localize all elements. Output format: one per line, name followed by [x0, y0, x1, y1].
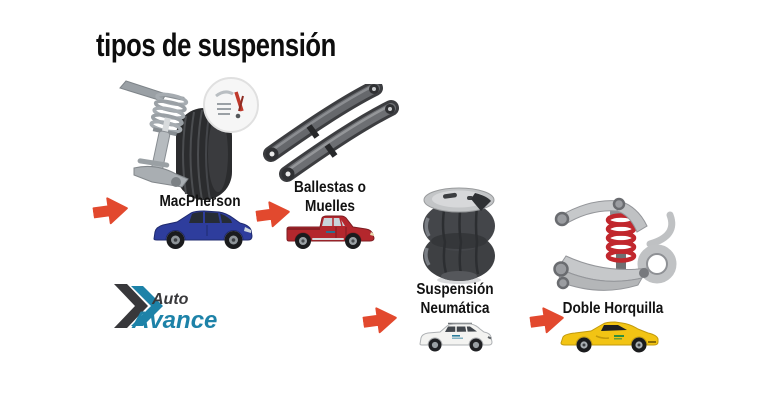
red-pickup-truck-image	[286, 215, 375, 249]
leaf-springs-photo	[263, 84, 399, 182]
suspension-type-label-doble-horquilla: Doble Horquilla	[562, 300, 664, 317]
suv-windows	[445, 326, 477, 332]
ball-joint	[171, 177, 181, 187]
car-windows	[601, 325, 627, 331]
door-decal	[614, 335, 624, 337]
tire-sidewall	[208, 116, 228, 192]
ball-joint	[639, 268, 649, 278]
truck-body	[286, 215, 375, 242]
yellow-sports-car-image	[560, 321, 659, 353]
plate-notch	[471, 193, 491, 211]
bushing	[553, 261, 569, 277]
auto-avance-logo: Auto Avance	[114, 284, 217, 334]
bottom-cap	[441, 271, 477, 281]
double-chevron-right-icon	[131, 286, 163, 326]
leaf-spring-pack	[279, 100, 399, 182]
arrow-shape	[255, 201, 290, 228]
bushing	[612, 197, 626, 211]
upper-control-arm	[554, 197, 648, 233]
suspension-type-label-neumatica: Suspensión Neumática	[416, 281, 494, 317]
door-decal	[326, 231, 335, 233]
cv-axle	[137, 158, 170, 168]
suspension-type-label-macpherson: MacPherson	[159, 193, 241, 210]
zoom-inset-circle	[203, 77, 259, 133]
top-plate	[423, 187, 495, 213]
headlight	[244, 227, 251, 233]
bushing	[554, 211, 570, 227]
leaf-spring-pack	[263, 84, 383, 162]
blue-hatchback-car-image	[153, 210, 253, 249]
arrow-right-icon	[529, 307, 564, 334]
double-chevron-right-icon	[114, 284, 148, 328]
suv-body	[419, 323, 493, 346]
macpherson-strut-photo	[119, 77, 259, 201]
double-wishbone-suspension-photo	[553, 197, 677, 291]
car-body	[560, 321, 659, 346]
page-title: tipos de suspensión	[96, 27, 336, 63]
running-board	[312, 238, 344, 240]
plate-slot	[443, 192, 457, 199]
white-suv-car-image	[419, 322, 493, 352]
side-vent	[595, 335, 610, 339]
lower-control-arm	[553, 255, 649, 291]
arrow-right-icon	[362, 307, 397, 334]
arrow-right-icon	[255, 201, 290, 228]
bushing	[556, 276, 570, 290]
headlight	[370, 232, 374, 236]
door-decal	[452, 335, 460, 337]
arrow-shape	[362, 307, 397, 334]
headlight	[487, 336, 492, 340]
arrow-shape	[529, 307, 564, 334]
arrow-right-icon	[92, 197, 128, 225]
arrow-shape	[92, 197, 128, 225]
air-suspension-bellows-photo	[423, 187, 495, 284]
logo-text-avance: Avance	[131, 307, 217, 334]
steering-knuckle	[637, 211, 677, 284]
suspension-type-label-ballestas: Ballestas o Muelles	[293, 179, 367, 215]
logo-text-auto: Auto	[151, 291, 189, 308]
